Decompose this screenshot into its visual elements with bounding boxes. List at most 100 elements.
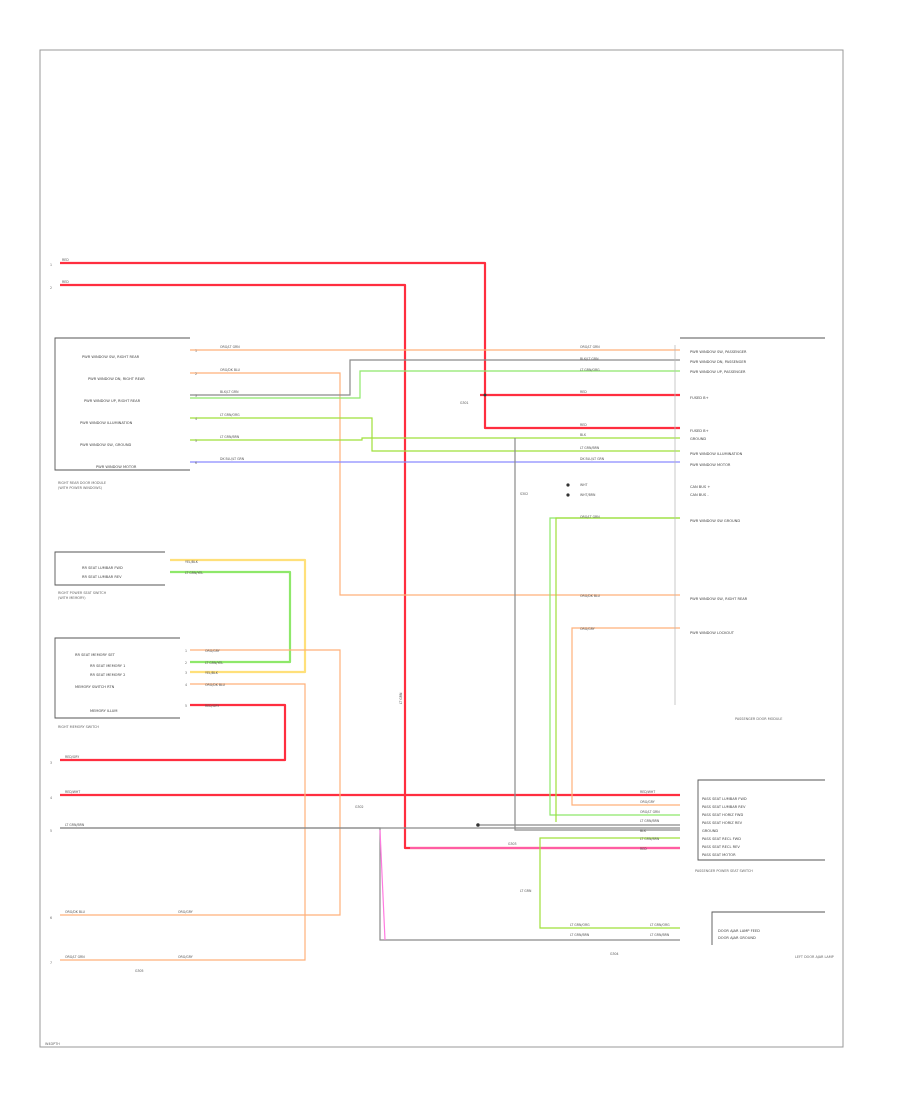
svg-text:PWR WINDOW SW GROUND: PWR WINDOW SW GROUND	[690, 519, 740, 523]
svg-text:LT GRN/ORG: LT GRN/ORG	[570, 923, 590, 927]
splice-s1: S302	[520, 492, 528, 496]
svg-text:RED: RED	[580, 423, 587, 427]
svg-text:4: 4	[185, 683, 187, 687]
door-ajar-lamp: DOOR AJAR LAMP FEED DOOR AJAR GROUND LEF…	[711, 911, 834, 959]
pwr-pin-1: 1	[50, 263, 52, 267]
svg-text:BLK/LT GRN: BLK/LT GRN	[580, 357, 599, 361]
svg-text:ORG/GRY: ORG/GRY	[640, 800, 655, 804]
svg-text:LT GRN/YEL: LT GRN/YEL	[185, 571, 203, 575]
svg-text:RR SEAT LUMBAR FWD: RR SEAT LUMBAR FWD	[82, 566, 123, 570]
svg-text:PWR WINDOW MOTOR: PWR WINDOW MOTOR	[690, 463, 731, 467]
svg-text:3: 3	[195, 394, 197, 398]
svg-text:ORG/DK BLU: ORG/DK BLU	[580, 594, 601, 598]
pin-3: 3	[50, 761, 52, 765]
left-connector-numbers: 1 2 3 4 5 6 7	[50, 263, 52, 965]
svg-text:DK BLU/LT GRN: DK BLU/LT GRN	[220, 457, 245, 461]
mirror-caption: PASSENGER DOOR MODULE	[735, 717, 782, 721]
ground-g4: G304	[610, 952, 619, 956]
svg-text:RED: RED	[640, 847, 647, 851]
svg-text:PASS SEAT HORIZ REV: PASS SEAT HORIZ REV	[702, 821, 743, 825]
svg-text:ORG/GRY: ORG/GRY	[205, 649, 220, 653]
memory-switch-module: RR SEAT MEMORY SET RR SEAT MEMORY 1 RR S…	[54, 637, 187, 729]
memory-caption: RIGHT MEMORY SWITCH	[58, 725, 99, 729]
svg-text:LT GRN/BRN: LT GRN/BRN	[580, 446, 600, 450]
pin-5: 5	[50, 829, 52, 833]
diagram-frame	[39, 49, 844, 1048]
svg-text:PWR WINDOW MOTOR: PWR WINDOW MOTOR	[96, 465, 137, 469]
svg-text:WHT: WHT	[580, 483, 588, 487]
svg-text:GROUND: GROUND	[702, 829, 718, 833]
svg-text:RED: RED	[62, 258, 69, 262]
svg-text:LT GRN/BRN: LT GRN/BRN	[640, 819, 660, 823]
footer-code: W4DPTH	[45, 1042, 60, 1046]
svg-text:4: 4	[195, 417, 197, 421]
svg-text:ORG/GRY: ORG/GRY	[580, 627, 595, 631]
svg-text:ORG/GRY: ORG/GRY	[178, 955, 193, 959]
red-power-wires	[60, 261, 680, 850]
svg-text:DOOR AJAR LAMP FEED: DOOR AJAR LAMP FEED	[718, 929, 760, 933]
svg-text:PWR WINDOW SW, RIGHT REAR: PWR WINDOW SW, RIGHT REAR	[82, 355, 140, 359]
svg-text:PASS SEAT LUMBAR FWD: PASS SEAT LUMBAR FWD	[702, 797, 747, 801]
svg-text:PASS SEAT RECL REV: PASS SEAT RECL REV	[702, 845, 740, 849]
svg-text:PWR WINDOW SW, GROUND: PWR WINDOW SW, GROUND	[80, 443, 132, 447]
svg-text:2: 2	[185, 661, 187, 665]
lumbar-caption-2: (WITH MEMORY)	[58, 596, 86, 600]
svg-text:PWR WINDOW ILLUMINATION: PWR WINDOW ILLUMINATION	[690, 452, 743, 456]
svg-text:ORG/GRY: ORG/GRY	[178, 910, 193, 914]
svg-text:RED/GRY: RED/GRY	[65, 755, 79, 759]
wire-code-labels: RED RED ORG/LT GRN ORG/DK BLU BLK/LT GRN LT…	[62, 258, 670, 959]
pin-7: 7	[50, 961, 52, 965]
svg-text:1: 1	[185, 649, 187, 653]
svg-text:RR SEAT MEMORY 2: RR SEAT MEMORY 2	[90, 673, 125, 677]
svg-text:LT GRN/ORG: LT GRN/ORG	[650, 923, 670, 927]
svg-text:RR SEAT LUMBAR REV: RR SEAT LUMBAR REV	[82, 575, 122, 579]
svg-text:PWR WINDOW DN, PASSENGER: PWR WINDOW DN, PASSENGER	[690, 360, 747, 364]
svg-text:LT GRN: LT GRN	[520, 889, 532, 893]
svg-text:PWR WINDOW SW, PASSENGER: PWR WINDOW SW, PASSENGER	[690, 350, 747, 354]
svg-text:BLK: BLK	[580, 433, 587, 437]
passenger-door-module: PWR WINDOW SW, PASSENGER PWR WINDOW DN, …	[674, 337, 825, 721]
svg-text:LT GRN/BRN: LT GRN/BRN	[65, 823, 85, 827]
svg-text:GROUND: GROUND	[690, 437, 706, 441]
svg-text:PWR WINDOW LOCKOUT: PWR WINDOW LOCKOUT	[690, 631, 735, 635]
pin-6: 6	[50, 916, 52, 920]
lamp-caption: LEFT DOOR AJAR LAMP	[795, 955, 834, 959]
svg-text:DK BLU/LT GRN: DK BLU/LT GRN	[580, 457, 605, 461]
svg-text:LT GRN/BRN: LT GRN/BRN	[650, 933, 670, 937]
svg-text:RED: RED	[580, 390, 587, 394]
svg-text:YEL/BLK: YEL/BLK	[205, 671, 219, 675]
svg-text:ORG/DK BLU: ORG/DK BLU	[220, 368, 241, 372]
ground-g1: G301	[460, 401, 469, 405]
svg-text:PASS SEAT HORIZ FWD: PASS SEAT HORIZ FWD	[702, 813, 743, 817]
svg-text:PWR WINDOW UP, RIGHT REAR: PWR WINDOW UP, RIGHT REAR	[84, 399, 141, 403]
svg-text:DOOR AJAR GROUND: DOOR AJAR GROUND	[718, 936, 756, 940]
svg-text:5: 5	[185, 704, 187, 708]
svg-text:MEMORY SWITCH RTN: MEMORY SWITCH RTN	[75, 685, 115, 689]
svg-text:6: 6	[195, 461, 197, 465]
svg-text:RR SEAT MEMORY 1: RR SEAT MEMORY 1	[90, 664, 125, 668]
svg-text:LT GRN/ORG: LT GRN/ORG	[220, 413, 240, 417]
svg-text:ORG/LT GRN: ORG/LT GRN	[640, 810, 660, 814]
svg-text:LT GRN: LT GRN	[399, 692, 403, 704]
svg-text:WHT/BRN: WHT/BRN	[580, 493, 596, 497]
svg-text:LT GRN/BRN: LT GRN/BRN	[220, 435, 240, 439]
svg-text:FUSED B+: FUSED B+	[690, 396, 709, 400]
svg-text:LT GRN/ORG: LT GRN/ORG	[580, 368, 600, 372]
svg-text:PWR WINDOW ILLUMINATION: PWR WINDOW ILLUMINATION	[80, 421, 133, 425]
svg-text:FUSED B+: FUSED B+	[690, 429, 709, 433]
svg-text:CAN BUS -: CAN BUS -	[690, 493, 709, 497]
svg-text:RED/WHT: RED/WHT	[65, 790, 80, 794]
lumbar-switch-module: RR SEAT LUMBAR FWD RR SEAT LUMBAR REV RI…	[54, 551, 165, 600]
svg-text:LT GRN/BRN: LT GRN/BRN	[640, 837, 660, 841]
svg-text:ORG/DK BLU: ORG/DK BLU	[65, 910, 86, 914]
svg-text:PWR WINDOW SW, RIGHT REAR: PWR WINDOW SW, RIGHT REAR	[690, 597, 748, 601]
svg-text:MEMORY ILLUM: MEMORY ILLUM	[90, 709, 118, 713]
seat-caption: PASSENGER POWER SEAT SWITCH	[695, 869, 753, 873]
svg-text:PASS SEAT LUMBAR REV: PASS SEAT LUMBAR REV	[702, 805, 746, 809]
svg-text:BLK: BLK	[640, 829, 647, 833]
svg-text:2: 2	[195, 372, 197, 376]
rear-module-caption-2: (WITH POWER WINDOWS)	[58, 486, 103, 490]
svg-text:3: 3	[185, 671, 187, 675]
svg-text:RED/WHT: RED/WHT	[640, 790, 655, 794]
